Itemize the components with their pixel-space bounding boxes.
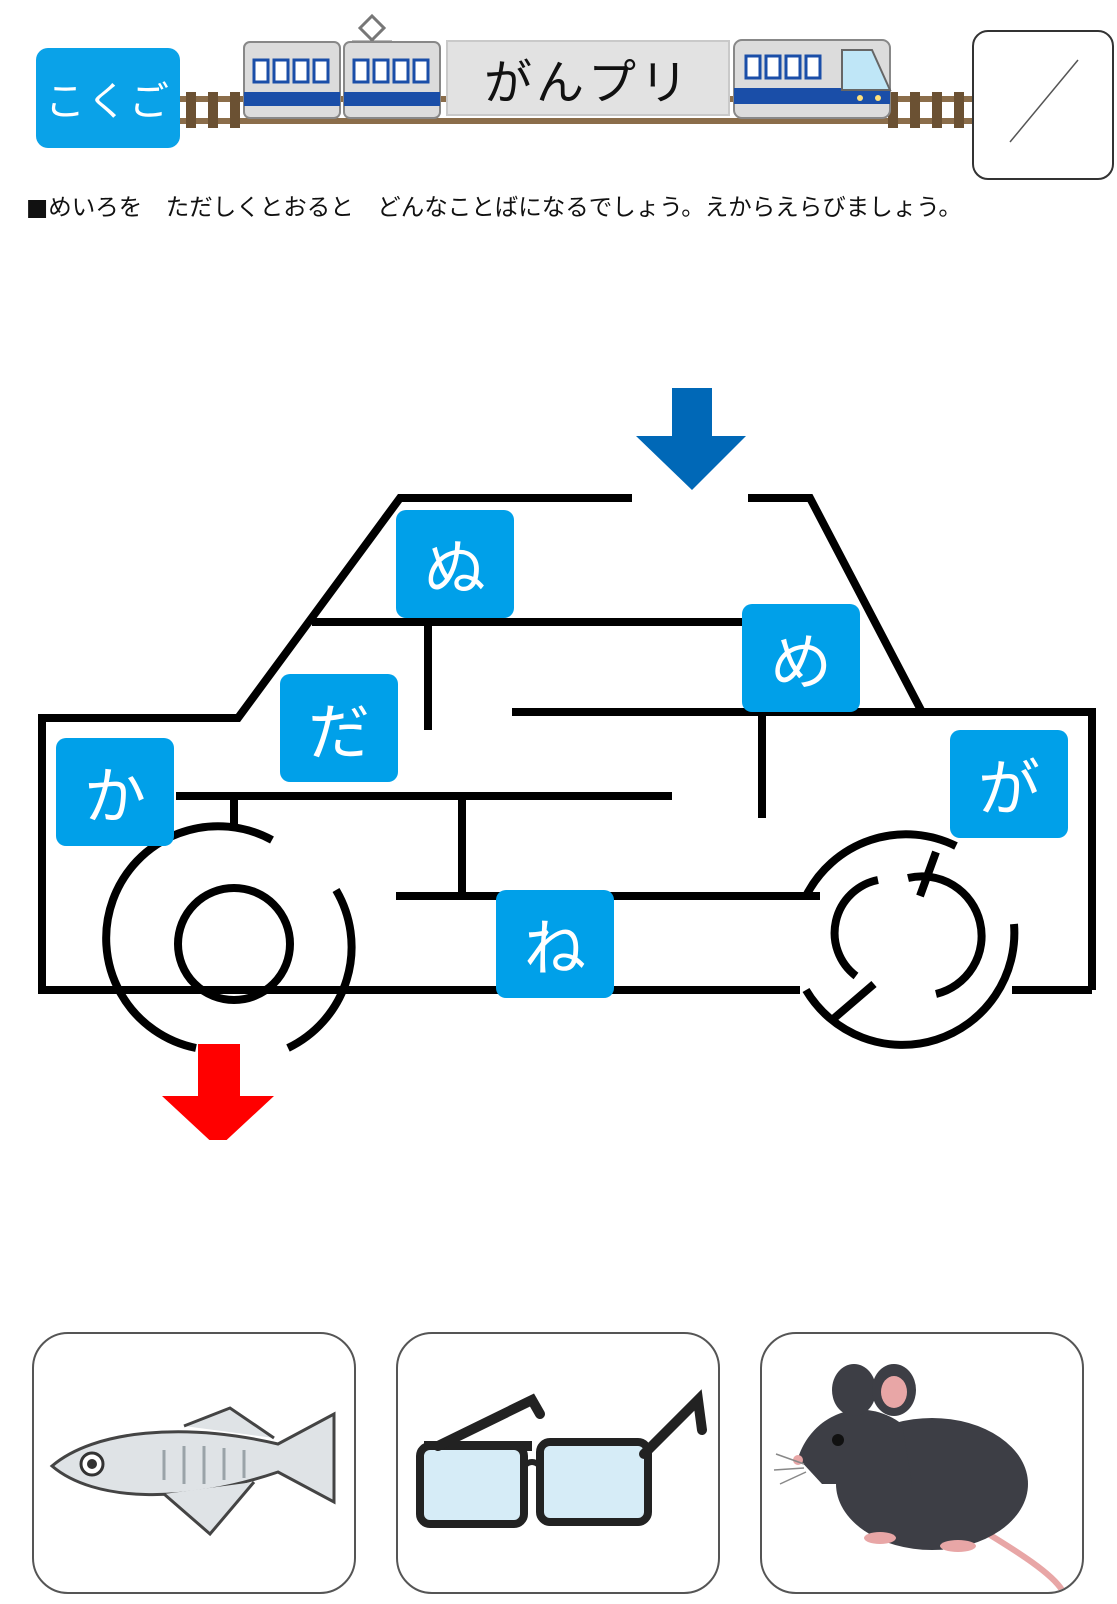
svg-text:か: か	[84, 760, 146, 833]
instruction-text: ■めいろを ただしくとおると どんなことばになるでしょう。えからえらびましょう。	[26, 193, 962, 221]
maze-tile: だ	[280, 674, 398, 782]
svg-text:ね: ね	[524, 912, 586, 985]
glasses-picture	[416, 1389, 707, 1528]
svg-text:だ: だ	[308, 696, 370, 769]
choice-card-fish[interactable]	[32, 1332, 356, 1594]
score-slash	[1009, 59, 1079, 143]
car-maze: ぬ め だ が か ね	[38, 388, 1096, 1140]
choice-card-glasses[interactable]	[396, 1332, 720, 1594]
maze-tile: ね	[496, 890, 614, 998]
subject-badge: こくご	[36, 48, 180, 148]
fish-picture	[49, 1406, 336, 1537]
svg-text:が: が	[978, 752, 1040, 825]
maze-walls	[38, 494, 1096, 1052]
svg-text:ぬ: ぬ	[424, 532, 486, 605]
app-title: がんプリ	[446, 40, 730, 116]
score-box[interactable]	[972, 30, 1114, 180]
mouse-picture	[773, 1364, 1065, 1592]
maze-tile: か	[56, 738, 174, 846]
maze-tile: ぬ	[396, 510, 514, 618]
choice-card-mouse[interactable]	[760, 1332, 1084, 1594]
goal-arrow	[162, 1044, 274, 1140]
svg-text:め: め	[770, 626, 832, 699]
start-arrow	[636, 388, 746, 490]
maze-tile: め	[742, 604, 860, 712]
maze-tile: が	[950, 730, 1068, 838]
